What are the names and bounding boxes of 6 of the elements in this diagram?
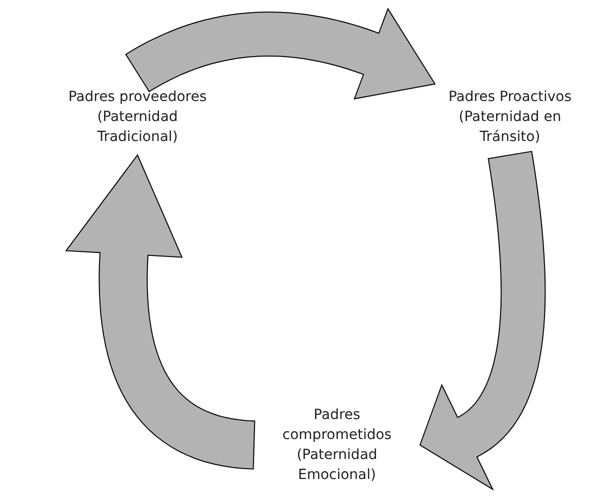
- node-label: Padres proveedores (Paternidad Tradicional): [67, 88, 208, 147]
- curved-block-arrow: [419, 150, 546, 491]
- node-label: Padres Proactivos (Paternidad en Tránsito): [447, 88, 573, 147]
- curved-block-arrow: [125, 8, 436, 100]
- curved-block-arrow: [65, 154, 256, 470]
- node-label: Padres comprometidos (Paternidad Emocional): [281, 406, 393, 485]
